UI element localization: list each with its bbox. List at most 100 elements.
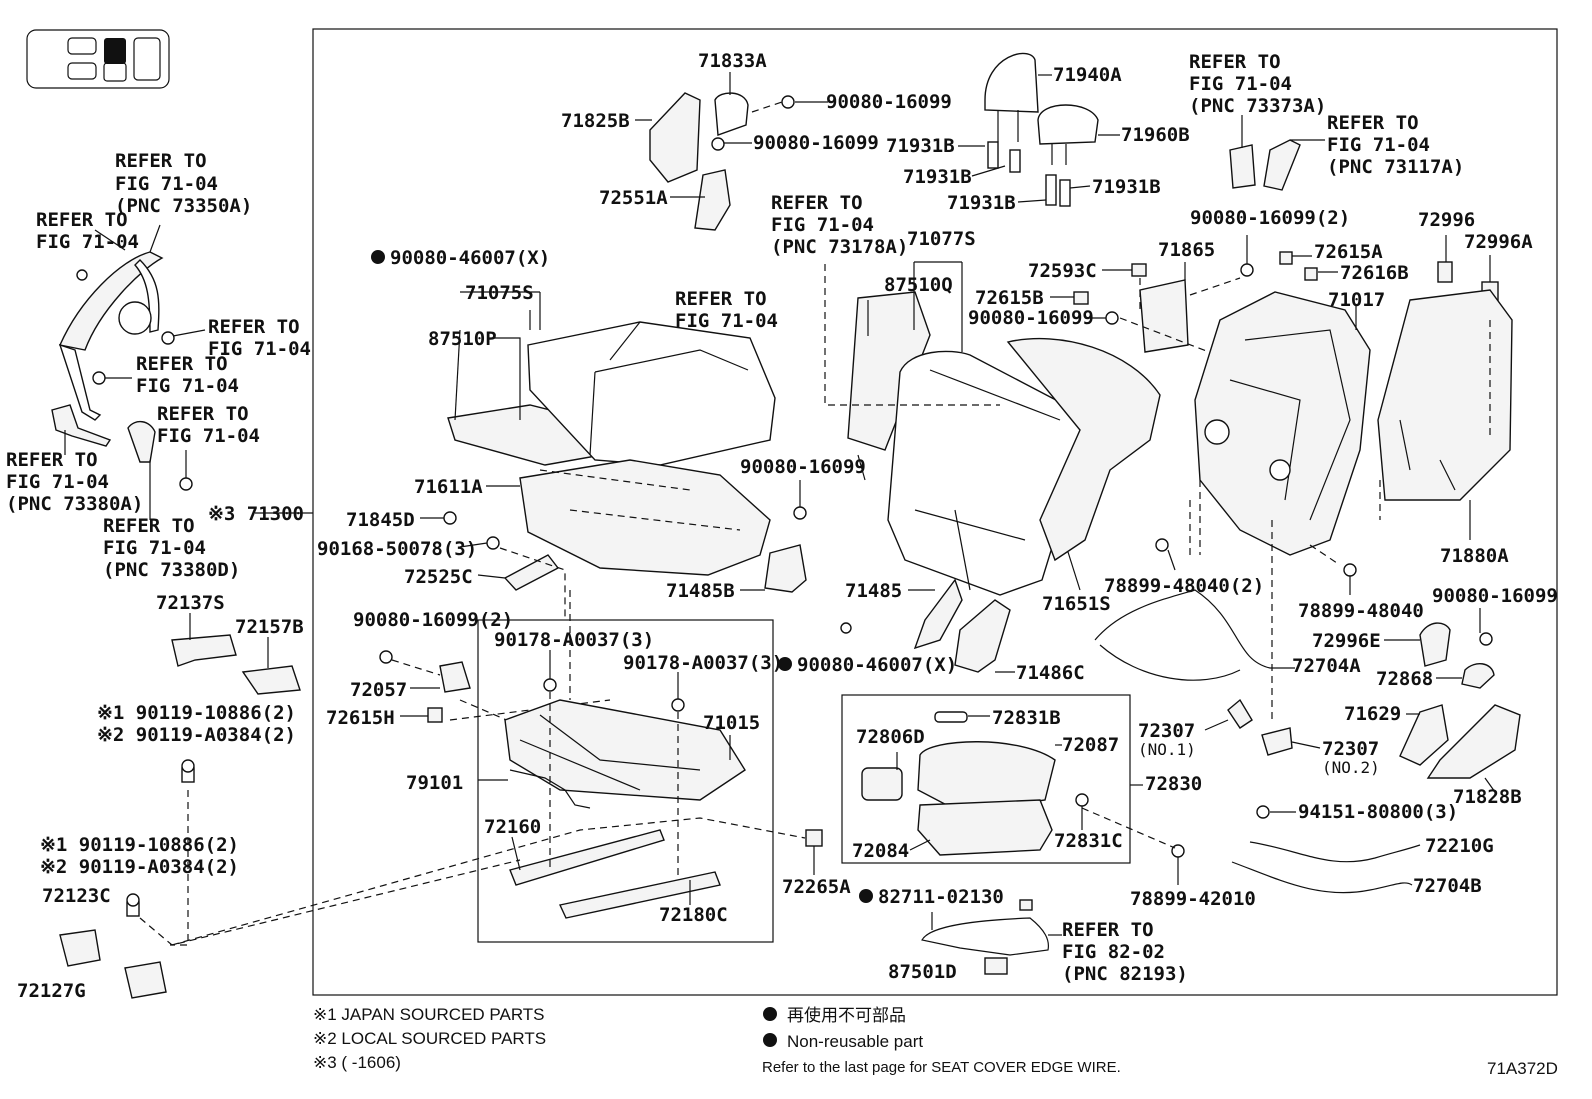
svg-text:REFER TO: REFER TO	[115, 150, 207, 172]
label-71931B-2: 71931B	[903, 166, 972, 188]
label-87510P: 87510P	[428, 328, 497, 350]
svg-text:FIG 71-04: FIG 71-04	[208, 338, 311, 360]
cover-71485B	[764, 544, 807, 593]
ref-fig-71-04-a: REFER TO FIG 71-04	[36, 209, 139, 253]
svg-text:REFER TO: REFER TO	[208, 316, 300, 338]
label-72307-2: 72307	[1322, 738, 1379, 760]
harness-82711	[921, 899, 1050, 975]
svg-text:FIG 71-04: FIG 71-04	[157, 425, 260, 447]
label-72137S: 72137S	[156, 592, 225, 614]
seatback-frame-71017	[1194, 291, 1371, 556]
part-71629	[1399, 704, 1449, 766]
label-72996: 72996	[1418, 209, 1475, 231]
label-71300: ※3 71300	[208, 503, 304, 525]
label-72806D: 72806D	[856, 726, 925, 748]
label-90119-d: ※2 90119-A0384(2)	[40, 856, 239, 878]
clip-71845D	[443, 511, 457, 525]
note-nonreusable-jp: 再使用不可部品	[787, 1005, 906, 1025]
label-72704A: 72704A	[1292, 655, 1361, 677]
seatbelt-assembly	[51, 251, 193, 491]
svg-text:(PNC 82193): (PNC 82193)	[1062, 963, 1188, 985]
label-90080-16099-a: 90080-16099	[826, 91, 952, 113]
svg-text:REFER TO: REFER TO	[771, 192, 863, 214]
label-78899-48040-2: 78899-48040(2)	[1104, 575, 1264, 597]
label-71825B: 71825B	[561, 110, 630, 132]
label-72210G: 72210G	[1425, 835, 1494, 857]
hinge-cover	[649, 92, 749, 231]
ref-fig-71-04-c: REFER TO FIG 71-04	[136, 353, 239, 397]
label-72704B: 72704B	[1413, 875, 1482, 897]
label-72157B: 72157B	[235, 616, 304, 638]
bracket-72057	[439, 661, 471, 693]
cover-71828B	[1426, 704, 1521, 779]
ref-fig-71-04-b: REFER TO FIG 71-04	[208, 316, 311, 360]
label-78899-48040: 78899-48040	[1298, 600, 1424, 622]
label-71486C: 71486C	[1016, 662, 1085, 684]
label-87501D: 87501D	[888, 961, 957, 983]
cover-72157B	[241, 665, 301, 695]
label-90080-16099-c: 90080-16099	[740, 456, 866, 478]
cable-72210G	[1249, 841, 1421, 863]
label-90080-16099-e: 90080-16099	[1432, 585, 1558, 607]
label-82711: 82711-02130	[878, 886, 1004, 908]
label-72831B: 72831B	[992, 707, 1061, 729]
ref-pnc-73380d: REFER TO FIG 71-04 (PNC 73380D)	[103, 515, 240, 581]
label-71017: 71017	[1328, 289, 1385, 311]
label-72057: 72057	[350, 679, 407, 701]
label-90119-a: ※1 90119-10886(2)	[97, 702, 296, 724]
label-90080-46007-b: 90080-46007(X)	[797, 654, 957, 676]
label-71629: 71629	[1344, 703, 1401, 725]
label-72307-no1: (NO.1)	[1138, 740, 1196, 759]
label-90080-16099-b: 90080-16099	[753, 132, 879, 154]
label-87510Q: 87510Q	[884, 274, 953, 296]
cushion-frame-71611A	[519, 459, 771, 576]
svg-text:FIG 71-04: FIG 71-04	[771, 214, 874, 236]
svg-text:REFER TO: REFER TO	[103, 515, 195, 537]
svg-text:REFER TO: REFER TO	[6, 449, 98, 471]
headrest-71960B	[1037, 104, 1099, 207]
label-72830: 72830	[1145, 773, 1202, 795]
label-72525C: 72525C	[404, 566, 473, 588]
svg-text:REFER TO: REFER TO	[1327, 112, 1419, 134]
armrest-assembly	[861, 711, 1089, 856]
label-72307-1: 72307	[1138, 720, 1195, 742]
label-72265A: 72265A	[782, 876, 851, 898]
label-71940A: 71940A	[1053, 64, 1122, 86]
ref-pnc-73373a: REFER TO FIG 71-04 (PNC 73373A)	[1189, 51, 1326, 117]
svg-text:FIG 71-04: FIG 71-04	[103, 537, 206, 559]
bracket-72525C	[503, 554, 560, 591]
svg-text:REFER TO: REFER TO	[675, 288, 767, 310]
label-71931B-3: 71931B	[1092, 176, 1161, 198]
svg-text:REFER TO: REFER TO	[36, 209, 128, 231]
cover-71485	[913, 578, 963, 650]
svg-text:(PNC 73178A): (PNC 73178A)	[771, 236, 908, 258]
seat-frame-71015	[504, 699, 746, 801]
clip-72996	[1437, 261, 1453, 283]
svg-text:FIG 82-02: FIG 82-02	[1062, 941, 1165, 963]
label-72551A: 72551A	[599, 187, 668, 209]
label-79101: 79101	[406, 772, 463, 794]
label-71845D: 71845D	[346, 509, 415, 531]
bolt-left-lower	[126, 893, 140, 917]
label-71075S: 71075S	[465, 282, 534, 304]
back-cover-71077S	[887, 350, 1086, 596]
note-nonreusable-en: Non-reusable part	[787, 1032, 923, 1051]
label-90080-46007-a: 90080-46007(X)	[390, 247, 550, 269]
svg-text:(PNC 73380A): (PNC 73380A)	[6, 493, 143, 515]
label-72593C: 72593C	[1028, 260, 1097, 282]
label-72087: 72087	[1062, 734, 1119, 756]
svg-text:(PNC 73350A): (PNC 73350A)	[115, 195, 252, 217]
label-72831C: 72831C	[1054, 830, 1123, 852]
label-71015: 71015	[703, 712, 760, 734]
cushion-cover-71075S	[527, 321, 776, 466]
label-71960B: 71960B	[1121, 124, 1190, 146]
seat-position-icon	[26, 29, 170, 89]
bolt-left-upper	[181, 759, 195, 783]
label-90080-16099-2b: 90080-16099(2)	[1190, 207, 1350, 229]
ref-fig-71-04-e: REFER TO FIG 71-04	[675, 288, 778, 332]
cable-72704B	[1231, 861, 1413, 894]
label-90119-c: ※1 90119-10886(2)	[40, 834, 239, 856]
label-72307-no2: (NO.2)	[1322, 758, 1380, 777]
clip-72615B	[1073, 291, 1089, 305]
